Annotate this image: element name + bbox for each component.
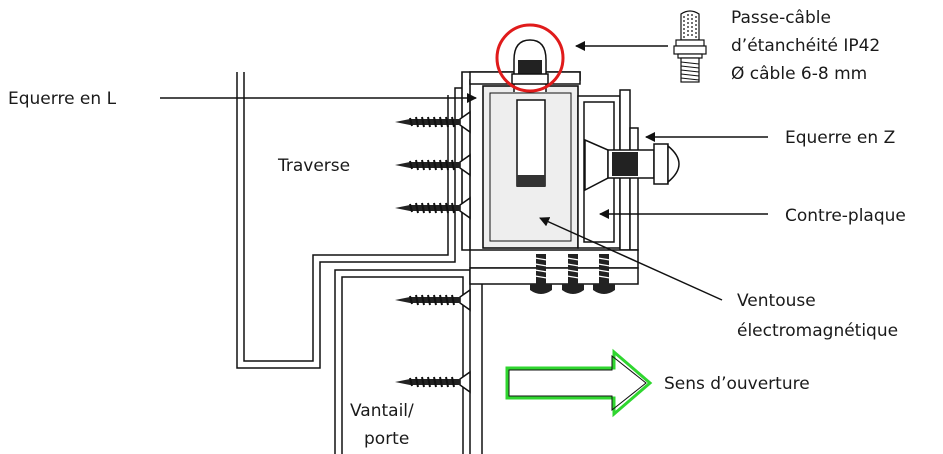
crossbar-profile xyxy=(236,72,462,369)
bolt-icon xyxy=(584,138,680,192)
electromagnet-body xyxy=(482,85,579,249)
magnet-label-line1: Ventouse xyxy=(737,291,816,311)
z-bracket-label: Equerre en Z xyxy=(785,128,895,148)
cable-gland-label-line1: Passe-câble xyxy=(731,8,831,28)
leaf-label-line1: Vantail/ xyxy=(350,401,414,421)
l-bracket-label: Equerre en L xyxy=(8,89,117,109)
magnet-label-line2: électromagnétique xyxy=(737,321,898,341)
opening-arrow-icon xyxy=(505,348,653,418)
highlight-circle xyxy=(495,23,565,93)
magnet-screws xyxy=(529,253,616,295)
crossbar-label: Traverse xyxy=(277,156,350,176)
crossbar-screws xyxy=(394,111,471,219)
cable-gland-label-line2: d’étanchéité IP42 xyxy=(731,36,880,56)
leaf-screws xyxy=(394,289,471,393)
cable-gland-icon xyxy=(511,39,549,92)
opening-direction-label: Sens d’ouverture xyxy=(664,374,810,394)
labels: Passe-câble d’étanchéité IP42 Ø câble 6-… xyxy=(8,8,906,454)
leader-lines xyxy=(160,41,768,301)
leaf-label-line2: porte xyxy=(364,429,409,449)
z-bracket xyxy=(469,89,639,285)
counter-plate-label: Contre-plaque xyxy=(785,206,906,226)
cable-gland-detail-icon xyxy=(673,10,707,83)
cable-gland-label-line3: Ø câble 6-8 mm xyxy=(731,64,867,84)
